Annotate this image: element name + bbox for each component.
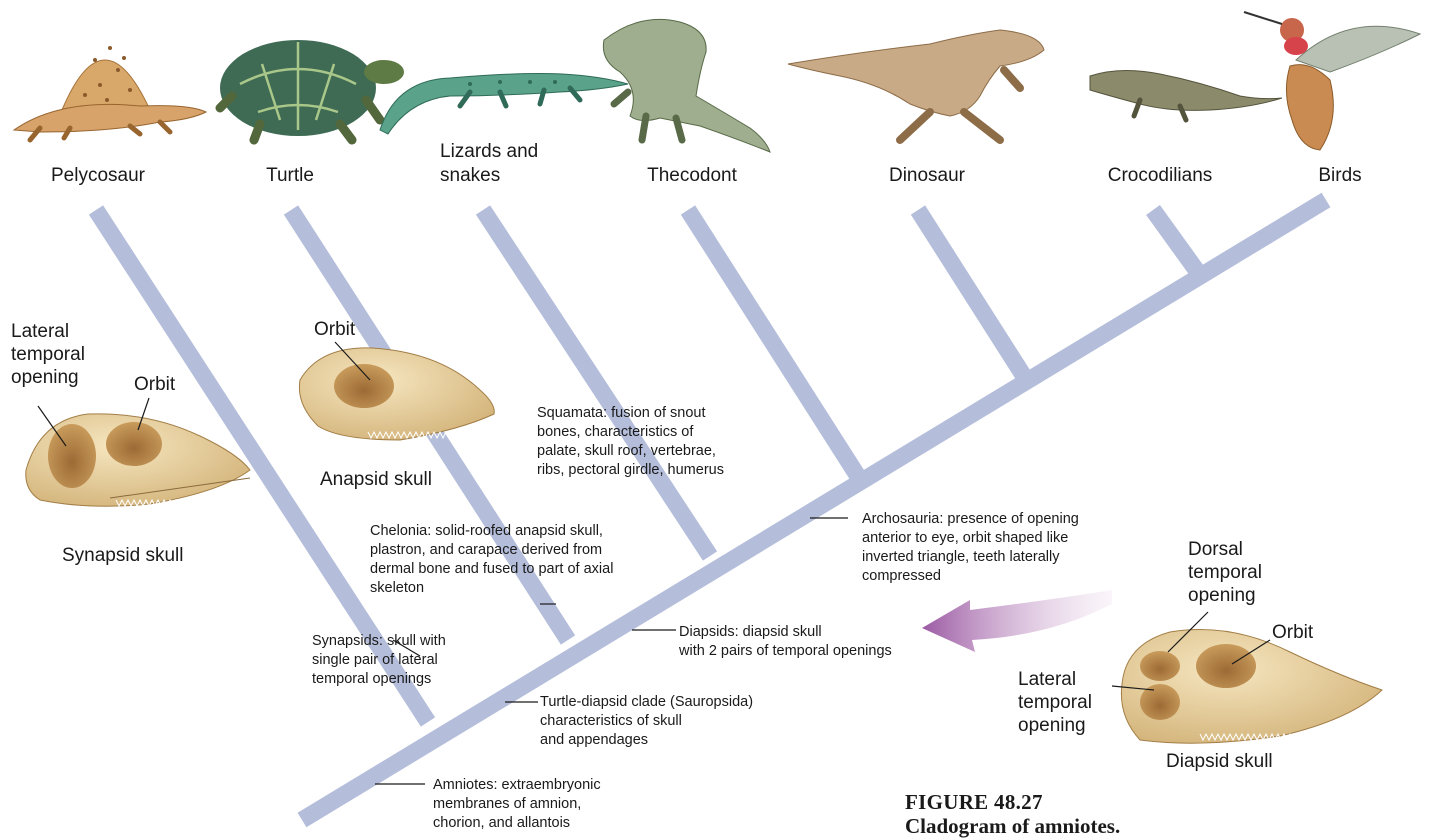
diapsid-dorsal-temporal-label: Dorsal temporal opening xyxy=(1188,538,1262,607)
diapsid-lateral-temporal-label: Lateral temporal opening xyxy=(1018,668,1092,737)
branch-lizards xyxy=(483,210,710,556)
diapsid-skull-illustration xyxy=(1112,612,1382,743)
character-sauropsida: Turtle-diapsid clade (Sauropsida) charac… xyxy=(540,693,753,750)
derivation-arrow xyxy=(922,590,1112,652)
bird-illustration xyxy=(1244,12,1420,150)
taxon-label-birds: Birds xyxy=(1300,165,1380,187)
diapsid-orbit-label: Orbit xyxy=(1272,621,1313,644)
figure-title: Cladogram of amniotes. xyxy=(905,814,1120,839)
anapsid-skull-caption: Anapsid skull xyxy=(320,468,432,491)
taxon-label-turtle: Turtle xyxy=(250,165,330,187)
thecodont-illustration xyxy=(603,19,770,152)
character-amniotes: Amniotes: extraembryonic membranes of am… xyxy=(433,776,601,833)
figure-number: FIGURE 48.27 xyxy=(905,790,1043,815)
character-archosauria: Archosauria: presence of opening anterio… xyxy=(862,510,1079,586)
synapsid-skull-illustration xyxy=(26,398,250,506)
taxon-label-lizards: Lizards and snakes xyxy=(440,140,570,188)
taxon-label-dinosaur: Dinosaur xyxy=(872,165,982,187)
synapsid-orbit-label: Orbit xyxy=(134,373,175,396)
anapsid-orbit-label: Orbit xyxy=(314,318,355,341)
anapsid-skull-illustration xyxy=(299,342,494,440)
turtle-illustration xyxy=(220,40,404,140)
taxon-label-thecodont: Thecodont xyxy=(632,165,752,187)
branch-crocodilians xyxy=(1153,210,1202,278)
crocodile-illustration xyxy=(1090,70,1282,120)
taxon-label-crocodilians: Crocodilians xyxy=(1090,165,1230,187)
pelycosaur-illustration xyxy=(14,46,206,140)
character-diapsids: Diapsids: diapsid skull with 2 pairs of … xyxy=(679,623,892,661)
character-chelonia: Chelonia: solid-roofed anapsid skull, pl… xyxy=(370,522,613,598)
synapsid-skull-caption: Synapsid skull xyxy=(62,544,183,567)
diapsid-skull-caption: Diapsid skull xyxy=(1166,750,1273,773)
lizard-illustration xyxy=(380,74,628,135)
character-synapsids: Synapsids: skull with single pair of lat… xyxy=(312,632,446,689)
synapsid-lateral-temporal-label: Lateral temporal opening xyxy=(11,320,85,389)
branch-dinosaur xyxy=(918,210,1025,378)
dinosaur-illustration xyxy=(788,30,1044,140)
taxon-label-pelycosaur: Pelycosaur xyxy=(36,165,160,187)
character-squamata: Squamata: fusion of snout bones, charact… xyxy=(537,404,724,480)
